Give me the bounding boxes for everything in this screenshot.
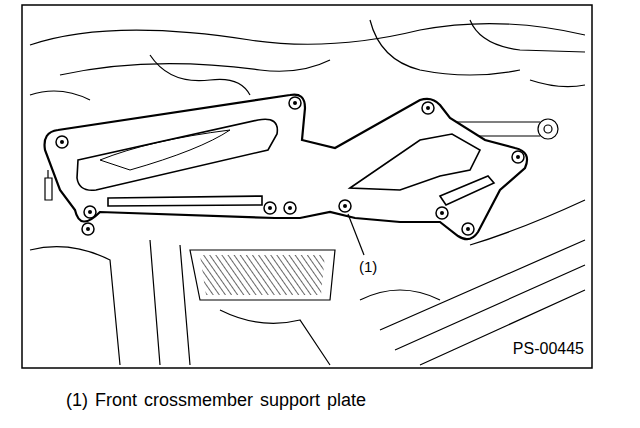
figure-frame	[22, 5, 592, 368]
hatched-oil-pan	[200, 255, 325, 295]
figure-code: PS-00445	[512, 340, 585, 358]
figure-caption: (1) Front crossmember support plate	[66, 391, 366, 411]
crossmember-support-plate	[45, 95, 528, 240]
background-parts	[30, 20, 585, 365]
leader-line	[348, 214, 364, 255]
callout-number: (1)	[358, 259, 378, 276]
